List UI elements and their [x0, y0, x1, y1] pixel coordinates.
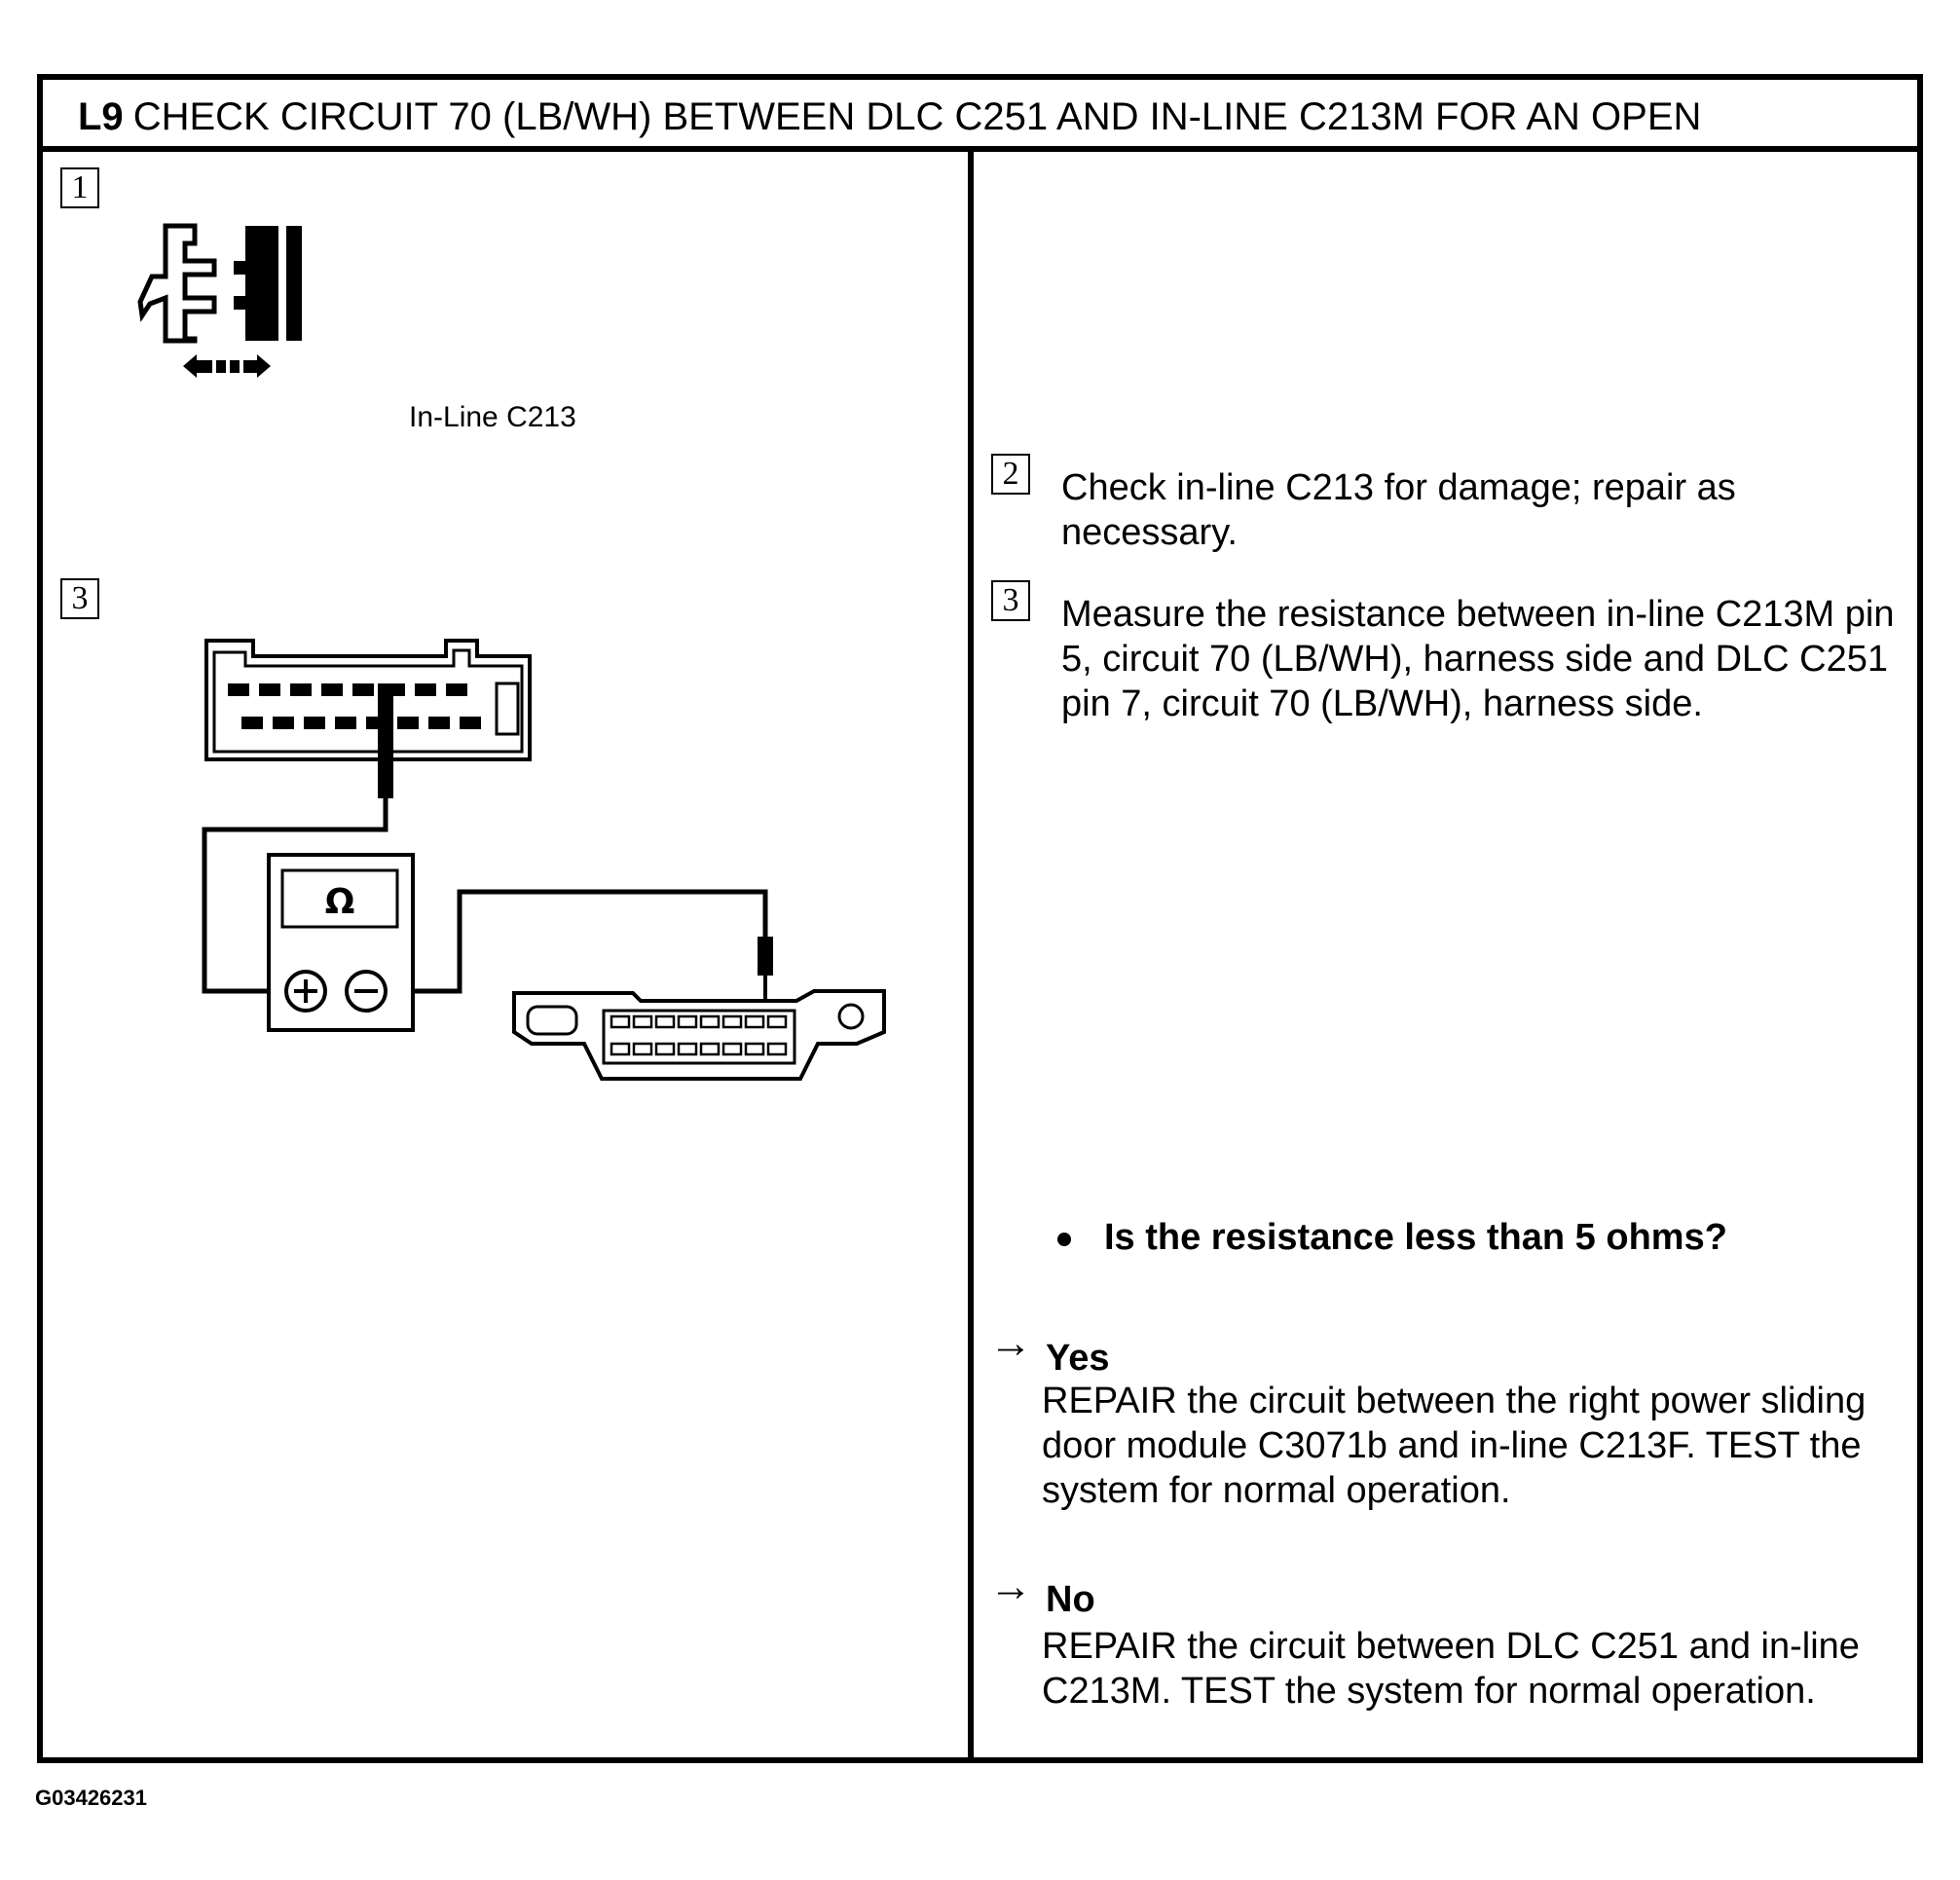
step-1-box: 1 [60, 167, 99, 208]
ohmmeter-circuit-diagram: Ω [202, 639, 886, 1081]
inline-c213-connector-icon [204, 639, 532, 798]
connector-disconnect-icon [137, 223, 302, 378]
answer-yes-label: Yes [1046, 1338, 1110, 1379]
step-2-box: 2 [991, 454, 1030, 495]
answer-no-label: No [1046, 1579, 1095, 1620]
answer-yes-text: REPAIR the circuit between the right pow… [1042, 1381, 1867, 1511]
figure-id: G03426231 [35, 1786, 147, 1810]
step-id: L9 [78, 95, 124, 138]
column-divider [968, 152, 974, 1757]
ohmmeter-icon: Ω [267, 853, 415, 1032]
connector-label: In-Line C213 [409, 401, 576, 433]
arrow-right-icon: → [989, 1319, 1032, 1367]
question-text: Is the resistance less than 5 ohms? [1104, 1217, 1727, 1258]
title-text: CHECK CIRCUIT 70 (LB/WH) BETWEEN DLC C25… [132, 95, 1702, 138]
answer-no-text: REPAIR the circuit between DLC C251 and … [1042, 1626, 1860, 1712]
dlc-connector-icon [512, 989, 886, 1081]
bullet-icon [1057, 1233, 1071, 1246]
meter-symbol: Ω [325, 882, 355, 922]
step-3-text: Measure the resistance between in-line C… [1061, 594, 1895, 724]
arrow-right-icon: → [989, 1563, 1032, 1610]
step-3-box: 3 [60, 578, 99, 619]
step-2-text: Check in-line C213 for damage; repair as… [1061, 467, 1736, 553]
step-3-right-box: 3 [991, 580, 1030, 621]
